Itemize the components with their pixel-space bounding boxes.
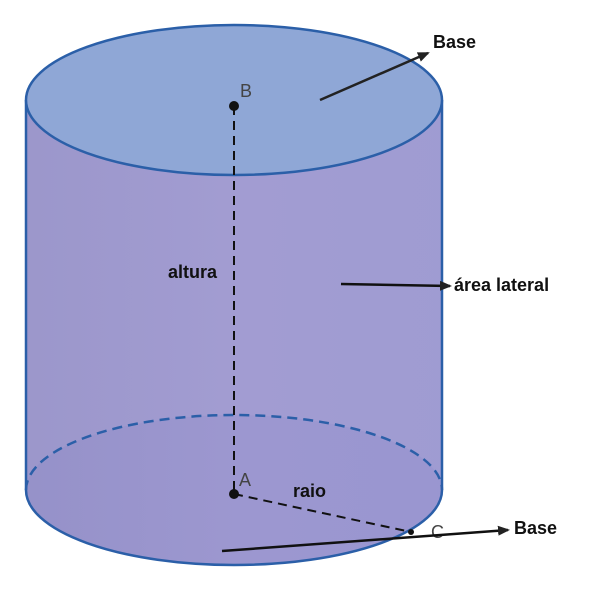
arrow-base-top [319, 51, 430, 102]
point-a-dot [229, 489, 239, 499]
label-height: altura [168, 262, 218, 282]
point-a-label: A [239, 470, 251, 490]
label-base-bottom: Base [514, 518, 557, 538]
bottom-front-edge [24, 489, 444, 567]
point-b-dot [229, 101, 239, 111]
point-c-dot [408, 529, 414, 535]
arrow-lateral-area [340, 280, 452, 291]
point-c-label: C [431, 522, 444, 542]
label-radius: raio [293, 481, 326, 501]
label-base-top: Base [433, 32, 476, 52]
label-lateral-area: área lateral [454, 275, 549, 295]
arrow-base-bottom [221, 525, 510, 553]
radius-dashed-line [233, 493, 412, 533]
point-b-label: B [240, 81, 252, 101]
bottom-back-edge-dashed [24, 413, 444, 491]
